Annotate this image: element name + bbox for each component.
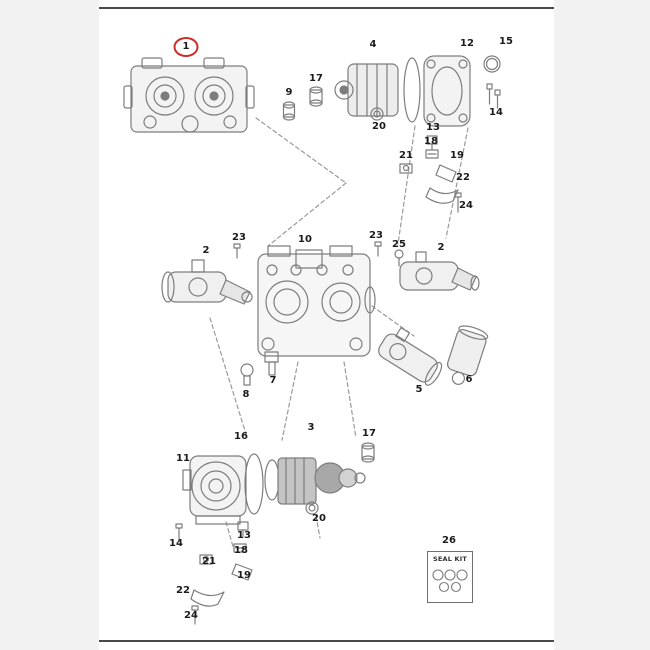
part-9-coupling (282, 101, 296, 121)
part-19-plate-bottom (231, 563, 253, 581)
part-20-ring-bottom (305, 501, 319, 515)
part-8-plug (240, 363, 254, 386)
part-7-sensor (264, 351, 279, 376)
part-12-oring-cover (403, 55, 471, 127)
part-6-cartridge (446, 325, 489, 385)
page-bottom-edge (99, 640, 554, 642)
part-5-valve (378, 327, 443, 386)
part-19-plate-top (435, 164, 457, 183)
part-15-oring (483, 55, 501, 73)
part-2-right-assembly (399, 251, 480, 291)
part-2-left-assembly (161, 259, 253, 305)
part-3-rotating-group (264, 457, 366, 505)
part-24-screw-top (454, 192, 462, 213)
part-22-guard-bottom (190, 589, 225, 607)
part-10-main-housing (257, 245, 376, 357)
part-17-sleeve-bottom (361, 442, 375, 463)
part-18-filter-top (425, 149, 439, 159)
part-23-screw-right (374, 241, 382, 257)
part-13-fitting-top (426, 135, 438, 151)
seal-kit-label: SEAL KIT (432, 555, 468, 563)
part-4-motor (334, 63, 399, 117)
part-25-pin (394, 249, 404, 267)
part-22-guard-top (425, 187, 459, 204)
part-17-sleeve-top (309, 86, 323, 107)
part-20-ring-top (370, 107, 384, 121)
page-top-edge (99, 7, 554, 9)
part-21-bracket-top (399, 163, 413, 174)
part-16-oring (244, 453, 264, 515)
part-1-pump-assembly (123, 57, 255, 133)
part-14-screw-bottom (175, 523, 183, 541)
part-24-screw-bottom (191, 605, 199, 625)
part-23-screw-left (233, 243, 241, 259)
part-11-end-cover (182, 455, 247, 525)
seal-kit-box: SEAL KIT (427, 551, 473, 603)
part-21-bracket-bottom (199, 554, 213, 565)
part-14-screws-top (486, 83, 501, 109)
part-13-fitting-bottom (237, 521, 249, 537)
part-18-filter-bottom (233, 543, 247, 553)
seal-kit-rings-icon (432, 569, 468, 593)
